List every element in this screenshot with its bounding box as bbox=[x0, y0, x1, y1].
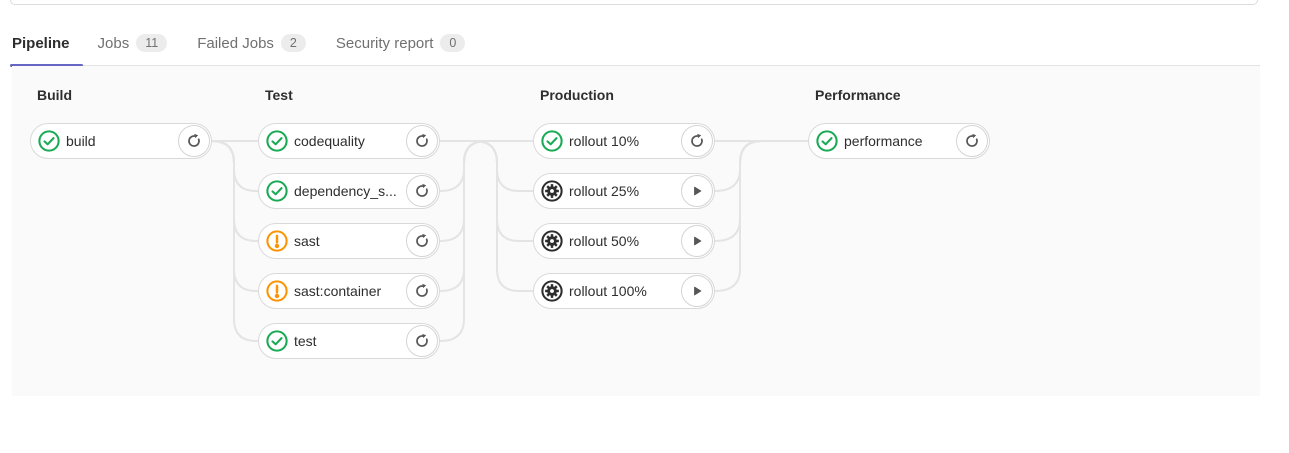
retry-button[interactable] bbox=[956, 125, 988, 157]
job-name: test bbox=[294, 333, 317, 349]
job-pill[interactable]: dependency_s... bbox=[258, 173, 440, 209]
job-name: sast bbox=[294, 233, 320, 249]
play-button[interactable] bbox=[681, 225, 713, 257]
retry-button[interactable] bbox=[406, 275, 438, 307]
retry-button[interactable] bbox=[681, 125, 713, 157]
play-icon bbox=[694, 286, 702, 296]
retry-icon bbox=[416, 133, 428, 147]
job-name: sast:container bbox=[294, 283, 382, 299]
job-name: rollout 10% bbox=[569, 133, 640, 149]
retry-icon bbox=[416, 183, 428, 197]
job-pill[interactable]: performance bbox=[808, 123, 990, 159]
check-circle-icon bbox=[38, 130, 60, 152]
job-name: performance bbox=[844, 133, 923, 149]
job-pill[interactable]: sast bbox=[258, 223, 440, 259]
failed-jobs-count-badge: 2 bbox=[280, 34, 306, 52]
retry-icon bbox=[188, 133, 200, 147]
gear-circle-icon bbox=[541, 230, 563, 252]
retry-button[interactable] bbox=[406, 125, 438, 157]
retry-icon bbox=[691, 133, 703, 147]
job-name: build bbox=[66, 133, 96, 149]
stage-title: Performance bbox=[815, 87, 901, 103]
job-pill[interactable]: test bbox=[258, 323, 440, 359]
retry-button[interactable] bbox=[406, 225, 438, 257]
play-icon bbox=[694, 236, 702, 246]
stage-column: Production bbox=[533, 87, 715, 323]
pipeline-graph: Build bbox=[12, 66, 1260, 396]
stage-column: Build bbox=[30, 87, 212, 173]
check-circle-icon bbox=[266, 130, 288, 152]
tab-label: Pipeline bbox=[12, 35, 70, 52]
pipeline-tabs: Pipeline Jobs 11 Failed Jobs 2 Security … bbox=[10, 26, 1260, 67]
security-report-count-badge: 0 bbox=[440, 34, 466, 52]
stage-column: Test bbox=[258, 87, 440, 373]
retry-icon bbox=[416, 333, 428, 347]
check-circle-icon bbox=[266, 180, 288, 202]
exclamation-circle-icon bbox=[266, 230, 288, 252]
retry-button[interactable] bbox=[178, 125, 210, 157]
tab-label: Jobs bbox=[97, 34, 130, 52]
tab-jobs[interactable]: Jobs 11 bbox=[83, 26, 183, 65]
job-pill[interactable]: rollout 25% bbox=[533, 173, 715, 209]
gear-circle-icon bbox=[541, 280, 563, 302]
job-name: rollout 50% bbox=[569, 233, 640, 249]
tab-label: Security report bbox=[335, 34, 434, 52]
gear-circle-icon bbox=[541, 180, 563, 202]
stage-jobs: rollout 10% bbox=[533, 123, 715, 309]
exclamation-circle-icon bbox=[266, 280, 288, 302]
retry-button[interactable] bbox=[406, 175, 438, 207]
play-icon bbox=[694, 186, 702, 196]
check-circle-icon bbox=[816, 130, 838, 152]
stage-title: Test bbox=[265, 87, 293, 103]
check-circle-icon bbox=[266, 330, 288, 352]
job-pill[interactable]: rollout 50% bbox=[533, 223, 715, 259]
job-name: rollout 25% bbox=[569, 183, 640, 199]
stage-jobs: codequality bbox=[258, 123, 440, 359]
job-name: rollout 100% bbox=[569, 283, 647, 299]
play-button[interactable] bbox=[681, 275, 713, 307]
tab-pipeline[interactable]: Pipeline bbox=[10, 27, 83, 67]
retry-icon bbox=[416, 283, 428, 297]
stage-title: Build bbox=[37, 87, 72, 103]
stage-jobs: build bbox=[30, 123, 212, 159]
job-pill[interactable]: sast:container bbox=[258, 273, 440, 309]
job-pill[interactable]: rollout 100% bbox=[533, 273, 715, 309]
connector-lines bbox=[211, 140, 808, 342]
retry-button[interactable] bbox=[406, 325, 438, 357]
job-pill[interactable]: rollout 10% bbox=[533, 123, 715, 159]
stage-title: Production bbox=[540, 87, 614, 103]
tab-security-report[interactable]: Security report 0 bbox=[321, 26, 481, 65]
stage-jobs: performance bbox=[808, 123, 990, 159]
job-pill[interactable]: build bbox=[30, 123, 212, 159]
tab-label: Failed Jobs bbox=[197, 34, 274, 52]
job-pill[interactable]: codequality bbox=[258, 123, 440, 159]
stage-column: Performance bbox=[808, 87, 990, 173]
job-name: codequality bbox=[294, 133, 365, 149]
retry-icon bbox=[416, 233, 428, 247]
job-name: dependency_s... bbox=[294, 183, 396, 199]
play-button[interactable] bbox=[681, 175, 713, 207]
check-circle-icon bbox=[541, 130, 563, 152]
retry-icon bbox=[966, 133, 978, 147]
previous-card-bottom-edge bbox=[10, 0, 1258, 5]
jobs-count-badge: 11 bbox=[136, 34, 168, 52]
tab-failed-jobs[interactable]: Failed Jobs 2 bbox=[182, 26, 321, 65]
